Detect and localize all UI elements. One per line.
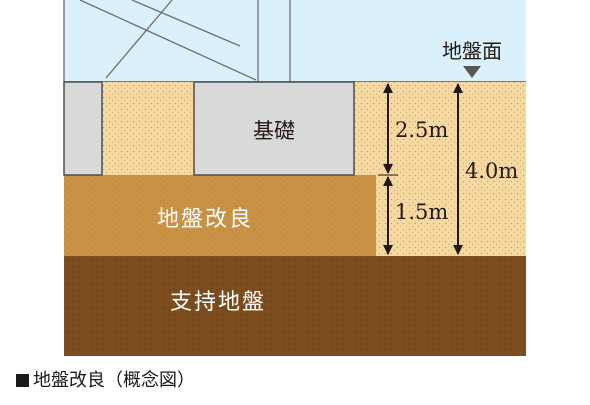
dim-label-upper: 2.5m xyxy=(395,118,448,142)
foundation-left xyxy=(63,81,103,176)
caption-square-icon xyxy=(16,374,29,387)
improved-ground-layer xyxy=(64,175,376,256)
improvement-label: 地盤改良 xyxy=(157,207,253,232)
bearing-layer xyxy=(64,256,526,356)
ground-surface-label: 地盤面 xyxy=(442,39,502,63)
sky-area xyxy=(64,0,526,82)
ground-surface-marker-icon xyxy=(463,66,481,78)
building-frame xyxy=(63,0,291,82)
dim-label-lower: 1.5m xyxy=(395,200,448,224)
bearing-label: 支持地盤 xyxy=(170,290,266,315)
figure-caption: 地盤改良（概念図） xyxy=(16,366,195,392)
dim-label-total: 4.0m xyxy=(465,159,518,183)
caption-text: 地盤改良（概念図） xyxy=(33,370,195,391)
foundation-label: 基礎 xyxy=(253,119,295,143)
foundation-block xyxy=(193,81,355,176)
